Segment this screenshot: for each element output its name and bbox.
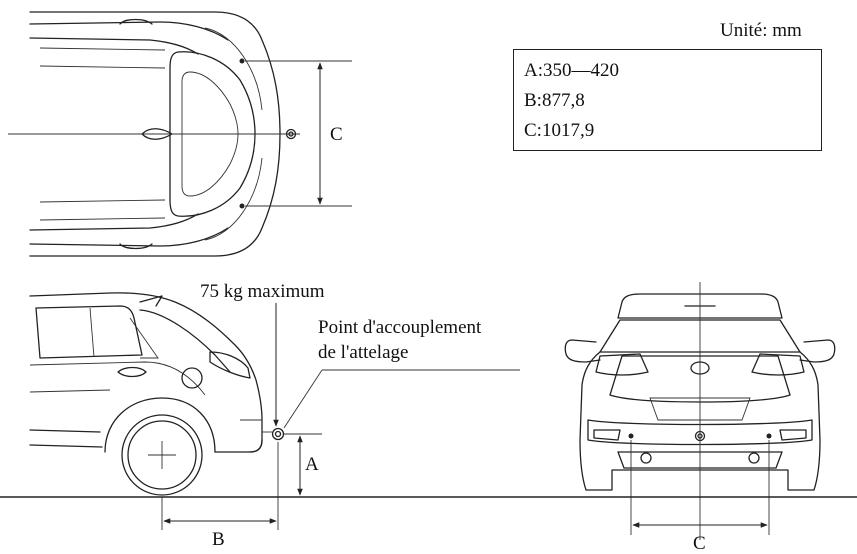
specification-box: A:350—420 B:877,8 C:1017,9	[513, 49, 822, 151]
car-top-view: C	[8, 11, 352, 257]
dim-c-top-label: C	[330, 124, 343, 145]
spec-c: C:1017,9	[524, 120, 595, 141]
spec-b: B:877,8	[524, 90, 585, 111]
spec-a: A:350—420	[524, 60, 619, 81]
car-side-view: 75 kg maximum Point d'accouplement de l'…	[29, 281, 520, 550]
car-rear-view: C	[564, 282, 836, 554]
coupling-point-label-line2: de l'attelage	[318, 342, 408, 363]
dim-a-label: A	[305, 454, 319, 475]
dim-c-rear-label: C	[693, 533, 706, 554]
unit-label: Unité: mm	[720, 20, 802, 41]
max-load-label: 75 kg maximum	[200, 281, 325, 302]
coupling-point-label-line1: Point d'accouplement	[318, 317, 482, 338]
dim-b-label: B	[212, 529, 225, 550]
